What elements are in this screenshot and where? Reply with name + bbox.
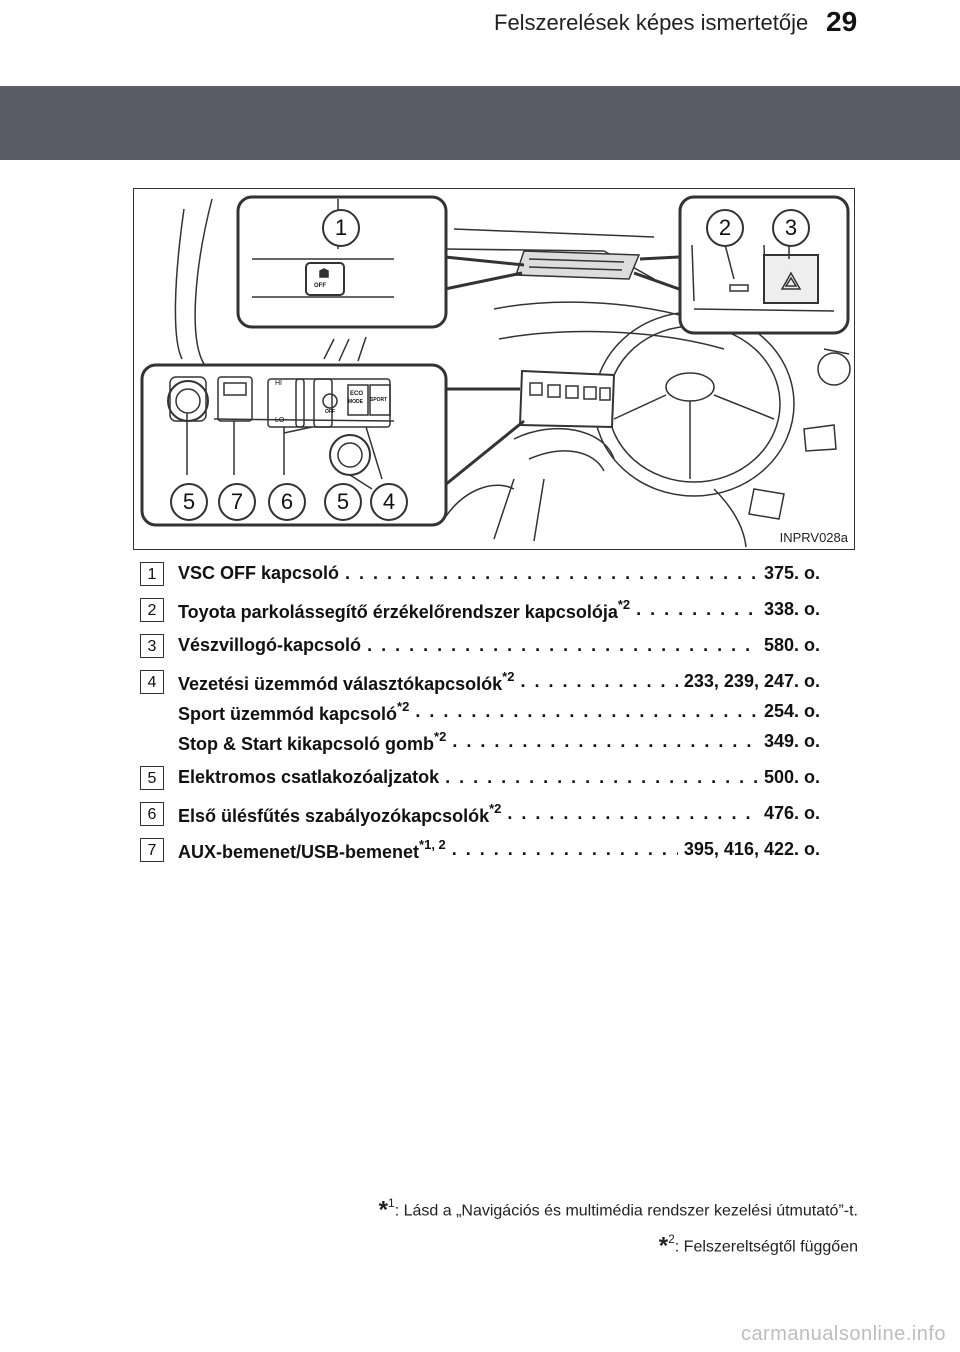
legend-number: 6 xyxy=(140,802,164,826)
legend-number: 1 xyxy=(140,562,164,586)
footnote-1: *1: Lásd a „Navigációs és multimédia ren… xyxy=(378,1196,858,1224)
a-off-label: OFF xyxy=(325,409,335,415)
legend-number: 4 xyxy=(140,670,164,694)
legend-pages: 476. o. xyxy=(763,803,820,823)
legend-pages: 395, 416, 422. o. xyxy=(683,839,820,859)
heater-hi-label: HI xyxy=(275,380,282,387)
legend-footnote-ref: *2 xyxy=(489,800,502,816)
footnote-2: *2: Felszereltségtől függően xyxy=(658,1232,858,1260)
legend-number: 2 xyxy=(140,598,164,622)
watermark: carmanualsonline.info xyxy=(740,1323,946,1345)
legend-pages: 233, 239, 247. o. xyxy=(683,671,820,691)
heater-lo-label: LO xyxy=(275,417,285,424)
legend-number: 5 xyxy=(140,766,164,790)
legend-label: Toyota parkolássegítő érzékelőrendszer k… xyxy=(178,601,618,622)
callout-4: 4 xyxy=(370,483,408,521)
legend-pages: 500. o. xyxy=(763,767,820,787)
legend-label: Vezetési üzemmód választókapcsolók xyxy=(178,673,503,694)
callout-2: 2 xyxy=(706,209,744,247)
legend-pages: 375. o. xyxy=(763,563,820,583)
legend-footnote-ref: *2 xyxy=(434,728,447,744)
vsc-off-label: OFF xyxy=(314,283,326,289)
callout-5-right: 5 xyxy=(324,483,362,521)
legend-item-6: 6 Első ülésfűtés szabályozókapcsolók*2 47… xyxy=(140,798,820,834)
legend-label: Elektromos csatlakozóaljzatok xyxy=(178,767,440,787)
legend-item-5: 5 Elektromos csatlakozóaljzatok 500. o. xyxy=(140,762,820,798)
legend-item-2: 2 Toyota parkolássegítő érzékelőrendszer… xyxy=(140,594,820,630)
legend-pages: 580. o. xyxy=(763,635,820,655)
callout-5-left: 5 xyxy=(170,483,208,521)
header-band xyxy=(0,86,960,160)
callout-3: 3 xyxy=(772,209,810,247)
legend-label: Első ülésfűtés szabályozókapcsolók xyxy=(178,805,490,826)
legend-item-3: 3 Vészvillogó-kapcsoló 580. o. xyxy=(140,630,820,666)
legend-label: Vészvillogó-kapcsoló xyxy=(178,635,362,655)
legend-footnote-ref: *2 xyxy=(397,698,410,714)
mode-label: MODE xyxy=(348,399,363,405)
legend-label: Sport üzemmód kapcsoló xyxy=(178,703,398,724)
legend-label: Stop & Start kikapcsoló gomb xyxy=(178,733,435,754)
legend-pages: 349. o. xyxy=(763,731,820,751)
legend-pages: 338. o. xyxy=(763,599,820,619)
legend-item-1: 1 VSC OFF kapcsoló 375. o. xyxy=(140,558,820,594)
page-number: 29 xyxy=(826,6,858,37)
sport-label: SPORT xyxy=(370,397,388,403)
header-title: Felszerelések képes ismertetője xyxy=(494,10,809,35)
legend-list: 1 VSC OFF kapcsoló 375. o. 2 Toyota parko… xyxy=(140,558,820,870)
legend-pages: 254. o. xyxy=(763,701,820,721)
legend-label: AUX-bemenet/USB-bemenet xyxy=(178,841,420,862)
legend-label: VSC OFF kapcsoló xyxy=(178,563,340,583)
callout-6: 6 xyxy=(268,483,306,521)
eco-label: ECO xyxy=(350,391,364,397)
legend-number: 3 xyxy=(140,634,164,658)
dashboard-illustration: 1 2 3 5 7 6 5 4 OFF HI LO OFF ECO MODE S… xyxy=(133,188,855,550)
legend-footnote-ref: *1, 2 xyxy=(419,836,446,852)
figure-code: INPRV028a xyxy=(779,530,848,545)
legend-number: 7 xyxy=(140,838,164,862)
callout-7: 7 xyxy=(218,483,256,521)
footnotes: *1: Lásd a „Navigációs és multimédia ren… xyxy=(379,1190,858,1263)
legend-footnote-ref: *2 xyxy=(617,596,631,612)
legend-item-4: 4 Vezetési üzemmód választókapcsolók*223… xyxy=(140,666,820,756)
legend-item-7: 7 AUX-bemenet/USB-bemenet*1, 2 395, 416, … xyxy=(140,834,820,870)
legend-footnote-ref: *2 xyxy=(502,668,515,684)
callout-1: 1 xyxy=(322,209,360,247)
